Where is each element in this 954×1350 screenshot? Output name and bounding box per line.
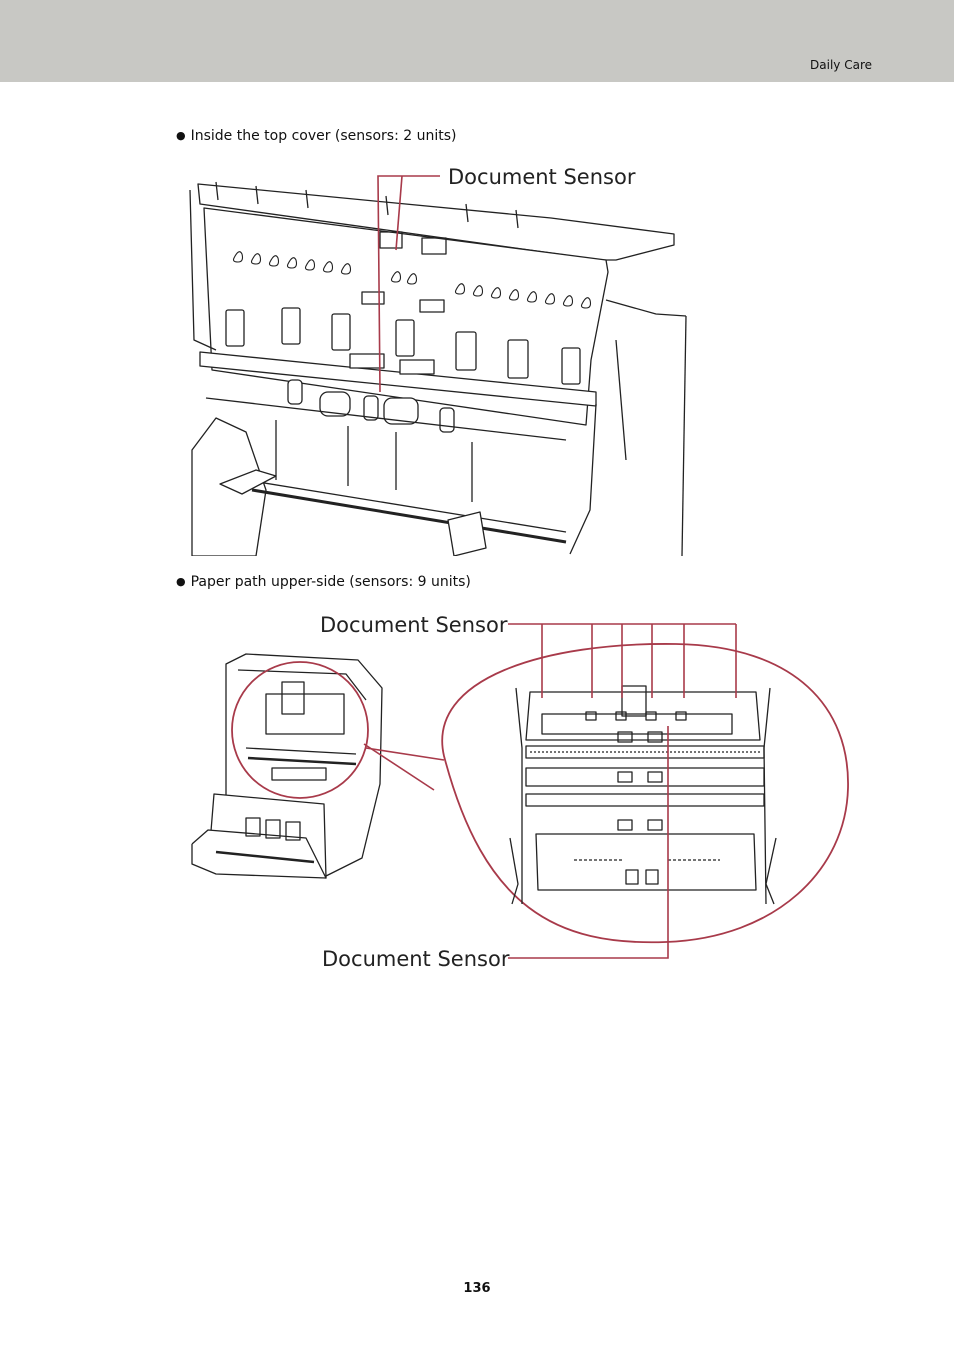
bullet-item-paper-path: ● Paper path upper-side (sensors: 9 units… xyxy=(176,574,471,590)
paper-path-illustration: Document Sensor Document Sensor xyxy=(191,613,849,970)
header-bar xyxy=(0,0,954,82)
top-cover-illustration: Document Sensor xyxy=(189,165,687,556)
callout-label: Document Sensor xyxy=(448,165,636,189)
bullet-text: Paper path upper-side (sensors: 9 units) xyxy=(190,574,471,590)
bullet-text: Inside the top cover (sensors: 2 units) xyxy=(190,128,457,144)
page-number: 136 xyxy=(463,1281,491,1296)
callout-label-top: Document Sensor xyxy=(320,613,508,637)
bullet-item-top-cover: ● Inside the top cover (sensors: 2 units) xyxy=(176,128,457,144)
section-title: Daily Care xyxy=(810,58,872,72)
callout-label-bottom: Document Sensor xyxy=(322,947,510,970)
bullet-marker: ● xyxy=(176,575,186,588)
bullet-marker: ● xyxy=(176,129,186,142)
